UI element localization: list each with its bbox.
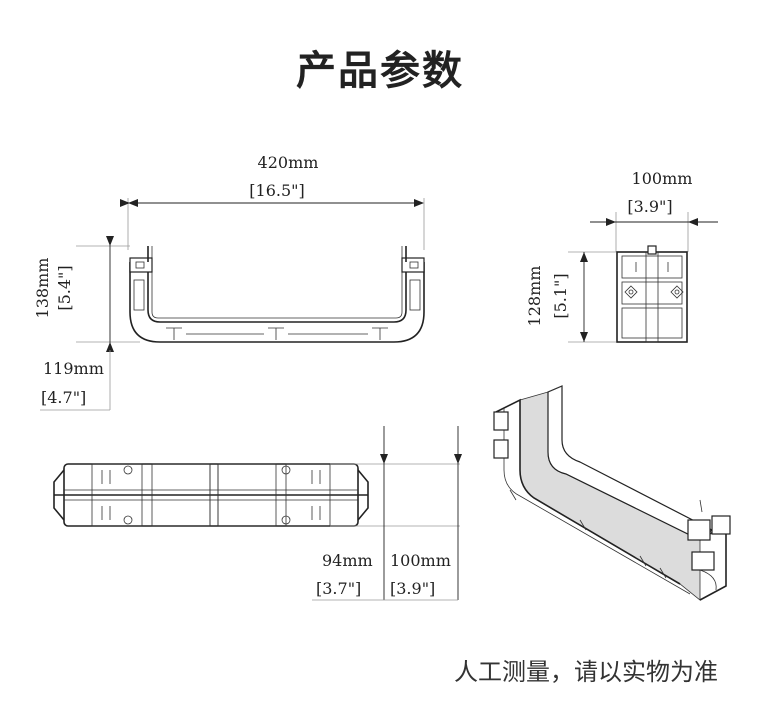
front-width-in: [16.5"] bbox=[249, 181, 304, 200]
top-a-in: [3.7"] bbox=[316, 579, 361, 598]
front-view: 420mm [16.5"] 138mm [5.4"] 119mm [4.7"] bbox=[33, 153, 425, 411]
side-view: 100mm [3.9"] 128mm [5.1"] bbox=[525, 169, 718, 343]
isometric-view bbox=[493, 385, 731, 601]
side-width-in: [3.9"] bbox=[627, 197, 672, 216]
top-b-mm: 100mm bbox=[390, 551, 451, 570]
side-height-mm: 128mm bbox=[525, 266, 544, 327]
footer-note: 人工测量，请以实物为准 bbox=[454, 658, 718, 686]
front-height-mm: 138mm bbox=[33, 258, 52, 319]
front-inner-mm: 119mm bbox=[43, 359, 104, 378]
side-width-mm: 100mm bbox=[632, 169, 693, 188]
top-view: 94mm [3.7"] 100mm [3.9"] bbox=[53, 426, 462, 601]
top-a-mm: 94mm bbox=[322, 551, 373, 570]
front-height-in: [5.4"] bbox=[55, 265, 74, 310]
front-inner-in: [4.7"] bbox=[41, 388, 86, 407]
side-height-in: [5.1"] bbox=[551, 273, 570, 318]
front-width-mm: 420mm bbox=[258, 153, 319, 172]
top-b-in: [3.9"] bbox=[390, 579, 435, 598]
page-title: 产品参数 bbox=[296, 48, 464, 94]
